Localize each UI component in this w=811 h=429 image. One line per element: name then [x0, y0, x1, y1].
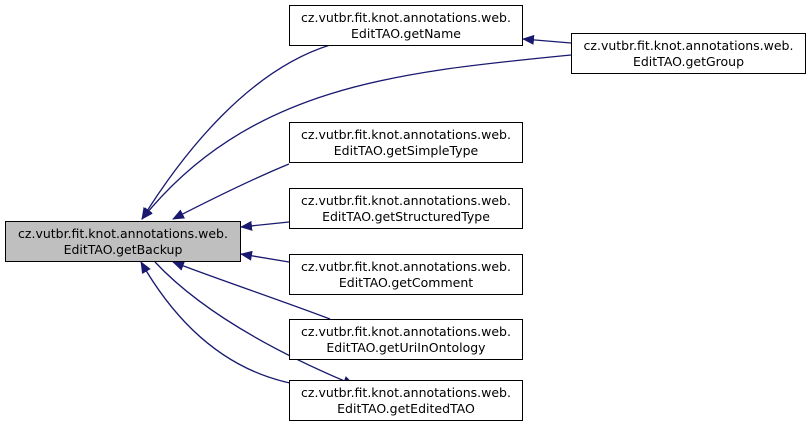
node-package-label: cz.vutbr.fit.knot.annotations.web.	[301, 127, 511, 142]
node-getBackup: cz.vutbr.fit.knot.annotations.web.EditTA…	[5, 221, 241, 262]
node-method-label: EditTAO.getComment	[339, 275, 473, 290]
node-method-label: EditTAO.getSimpleType	[334, 143, 479, 158]
nodes-layer: cz.vutbr.fit.knot.annotations.web.EditTA…	[5, 5, 806, 421]
node-method-label: EditTAO.getBackup	[64, 242, 183, 257]
node-method-label: EditTAO.getStructuredType	[322, 209, 490, 224]
node-getUriInOntology[interactable]: cz.vutbr.fit.knot.annotations.web.EditTA…	[289, 319, 523, 360]
node-package-label: cz.vutbr.fit.knot.annotations.web.	[584, 38, 794, 53]
edge-getComment-to-getBackup	[240, 250, 290, 263]
node-package-label: cz.vutbr.fit.knot.annotations.web.	[301, 385, 511, 400]
node-method-label: EditTAO.getEditedTAO	[337, 401, 475, 416]
node-package-label: cz.vutbr.fit.knot.annotations.web.	[301, 193, 511, 208]
node-box	[289, 5, 523, 46]
node-package-label: cz.vutbr.fit.knot.annotations.web.	[301, 10, 511, 25]
node-box	[289, 122, 523, 163]
node-box	[571, 33, 806, 74]
node-getComment[interactable]: cz.vutbr.fit.knot.annotations.web.EditTA…	[289, 254, 523, 295]
edge-getName-to-getBackup	[141, 44, 331, 220]
node-package-label: cz.vutbr.fit.knot.annotations.web.	[18, 226, 228, 241]
node-box	[289, 380, 523, 421]
node-method-label: EditTAO.getName	[351, 26, 461, 41]
node-box	[289, 319, 523, 360]
edge-getGroup-to-getBackup	[141, 54, 572, 220]
node-method-label: EditTAO.getUriInOntology	[326, 340, 486, 355]
node-getName[interactable]: cz.vutbr.fit.knot.annotations.web.EditTA…	[289, 5, 523, 46]
node-method-label: EditTAO.getGroup	[633, 54, 744, 69]
node-box	[289, 188, 523, 229]
node-getEditedTAO[interactable]: cz.vutbr.fit.knot.annotations.web.EditTA…	[289, 380, 523, 421]
edges-layer	[140, 34, 572, 386]
node-package-label: cz.vutbr.fit.knot.annotations.web.	[301, 324, 511, 339]
node-package-label: cz.vutbr.fit.knot.annotations.web.	[301, 259, 511, 274]
node-getGroup[interactable]: cz.vutbr.fit.knot.annotations.web.EditTA…	[571, 33, 806, 74]
edge-getEditedTAO-to-getBackup	[140, 261, 291, 384]
node-getSimpleType[interactable]: cz.vutbr.fit.knot.annotations.web.EditTA…	[289, 122, 523, 163]
edge-getStructuredType-to-getBackup	[240, 220, 290, 231]
edge-getBackup-to-getEditedTAO	[154, 261, 355, 386]
edge-getGroup-to-getName	[522, 34, 572, 45]
node-box	[289, 254, 523, 295]
edge-getSimpleType-to-getBackup	[172, 163, 290, 220]
edge-getUriInOntology-to-getBackup	[172, 261, 331, 320]
node-box	[5, 221, 241, 262]
node-getStructuredType[interactable]: cz.vutbr.fit.knot.annotations.web.EditTA…	[289, 188, 523, 229]
